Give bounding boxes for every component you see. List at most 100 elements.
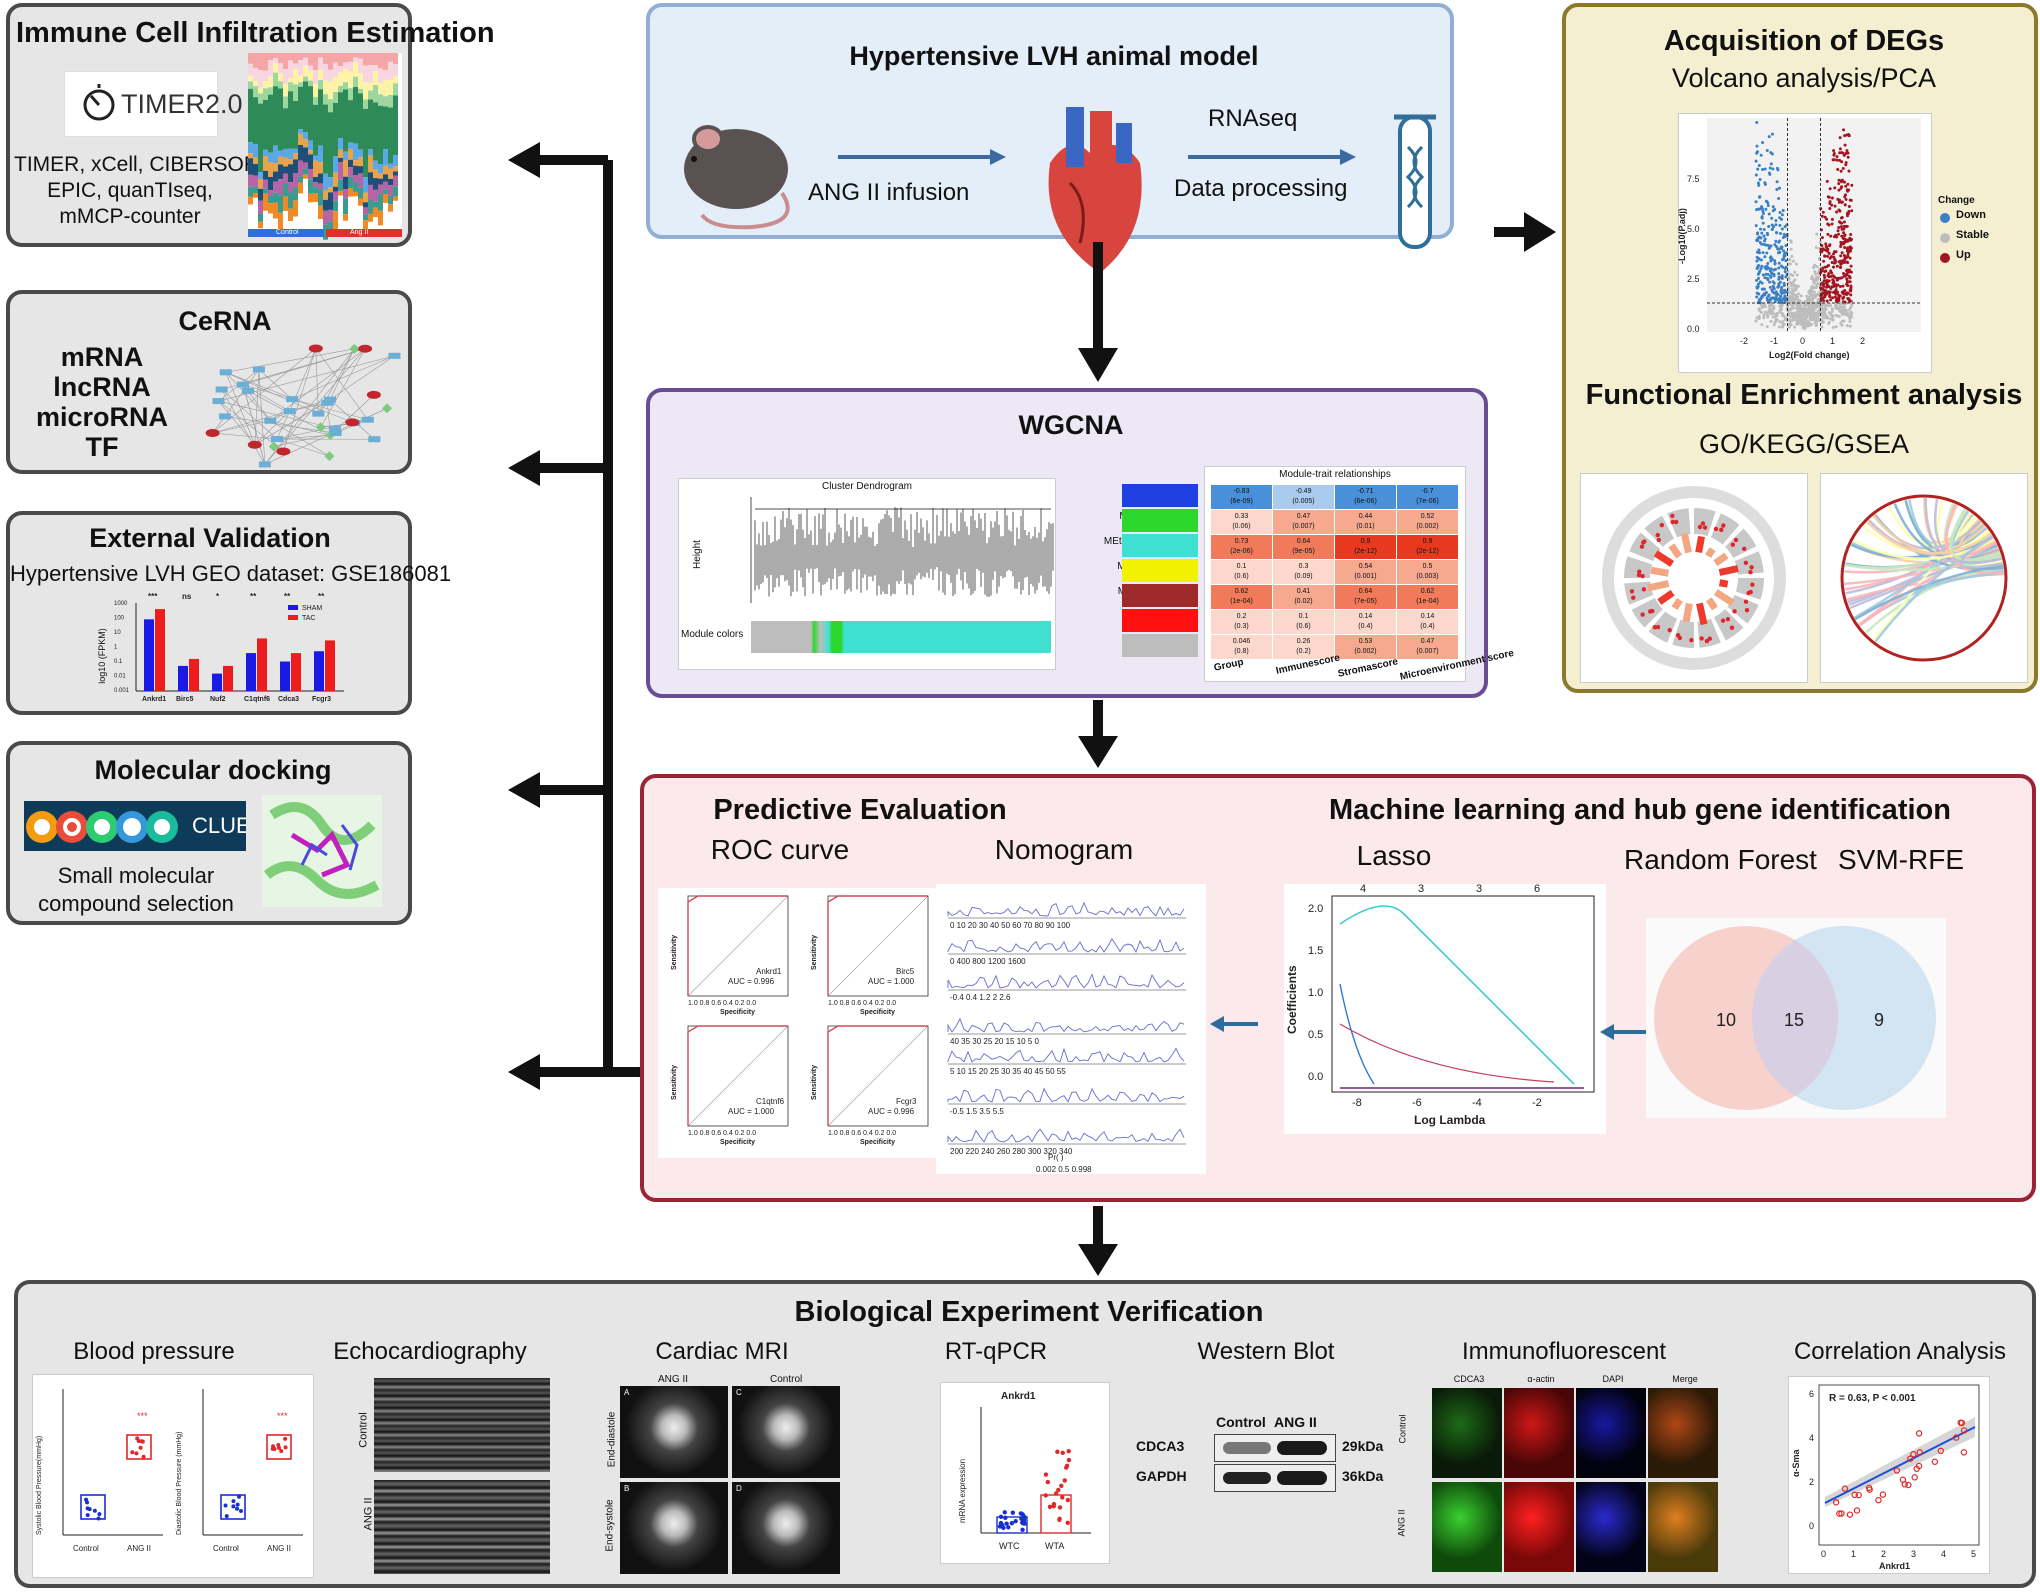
roc-diagonal xyxy=(827,1025,929,1127)
wb-kda-label: 29kDa xyxy=(1342,1438,1384,1454)
volcano-point-stable xyxy=(1787,262,1791,266)
external-ylabel: log10 (FPKM) xyxy=(96,628,107,684)
volcano-point-stable xyxy=(1795,273,1799,277)
qpcr-point xyxy=(1059,1483,1064,1489)
network-node-mirna xyxy=(205,428,220,437)
network-edge xyxy=(315,348,319,414)
roc-y-label: Sensitivity xyxy=(671,935,678,970)
mri-letter: C xyxy=(736,1388,742,1397)
heatmap-cell-value: 0.44 xyxy=(1358,513,1373,520)
stacked-bar-segment xyxy=(283,83,288,97)
volcano-point-down xyxy=(1764,272,1768,276)
volcano-point-up xyxy=(1839,245,1843,249)
heatmap-cell-value: -0.83 xyxy=(1233,488,1250,495)
volcano-point-up xyxy=(1830,222,1834,226)
network-edge xyxy=(254,399,331,445)
volcano-point-stable xyxy=(1818,240,1822,244)
stacked-bar-segment xyxy=(338,190,343,196)
volcano-point-down xyxy=(1780,213,1784,217)
volcano-point-up xyxy=(1835,158,1839,162)
volcano-point-stable xyxy=(1821,312,1825,316)
volcano-point-down xyxy=(1767,225,1771,229)
qpcr-point xyxy=(1003,1515,1008,1521)
stacked-bar-segment xyxy=(278,195,283,213)
corr-point xyxy=(1846,1511,1854,1518)
stacked-bar-segment xyxy=(313,160,318,177)
heatmap-cell: 0.44(0.01) xyxy=(1335,510,1396,534)
heatmap-cell-pvalue: (0.003) xyxy=(1416,573,1439,580)
volcano-point-up xyxy=(1840,215,1844,219)
volcano-point-down xyxy=(1773,297,1777,301)
volcano-point-stable xyxy=(1790,254,1794,258)
volcano-point-stable xyxy=(1823,312,1827,316)
heatmap-cell-pvalue: (0.2) xyxy=(1296,648,1311,655)
network-node-mrna xyxy=(258,461,271,468)
roc-x-label: Specificity xyxy=(860,1009,895,1016)
stacked-bar-segment xyxy=(348,61,353,72)
heatmap-cell: 0.14(0.4) xyxy=(1335,610,1396,634)
stacked-bar-segment xyxy=(363,207,368,215)
network-node-mrna xyxy=(329,430,342,437)
stacked-bar-segment xyxy=(353,191,358,197)
volcano-point-down xyxy=(1766,261,1770,265)
volcano-point-down xyxy=(1769,255,1773,259)
network-node-mirna xyxy=(358,344,373,353)
volcano-point-down xyxy=(1764,267,1768,271)
volcano-point-stable xyxy=(1840,319,1844,323)
volcano-point-up xyxy=(1842,231,1846,235)
stacked-bar-segment xyxy=(268,203,273,214)
bar-sham xyxy=(212,673,222,691)
qpcr-point xyxy=(1065,1497,1071,1503)
roc-x-ticks: 1.0 0.8 0.6 0.4 0.2 0.0 xyxy=(688,1130,756,1137)
qpcr-point xyxy=(999,1522,1005,1528)
go-gene-dot xyxy=(1733,537,1739,543)
volcano-point-up xyxy=(1835,278,1839,282)
qpcr-point xyxy=(1064,1463,1070,1469)
docking-caption: Small molecular xyxy=(57,863,215,888)
volcano-point-up xyxy=(1844,256,1848,260)
cerna-item: TF xyxy=(85,432,119,462)
volcano-point-up xyxy=(1827,279,1831,283)
stacked-bar-segment xyxy=(313,84,318,98)
lasso-path xyxy=(1339,1023,1555,1083)
volcano-point-up xyxy=(1840,227,1844,231)
lasso-y-tick: 1.5 xyxy=(1308,945,1323,957)
volcano-point-up xyxy=(1830,203,1834,207)
volcano-point-up xyxy=(1832,265,1836,269)
heatmap-cell: -0.71(6e-06) xyxy=(1335,485,1396,509)
volcano-point-stable xyxy=(1794,293,1798,297)
stacked-bar-segment xyxy=(363,65,368,83)
network-node-mrna xyxy=(361,416,374,423)
heatmap-cell-pvalue: (2e-12) xyxy=(1354,548,1377,555)
stacked-bar-segment xyxy=(303,174,308,179)
stacked-bar-segment xyxy=(378,82,383,95)
stacked-bar-segment xyxy=(363,202,368,208)
volcano-point-stable xyxy=(1806,308,1810,312)
volcano-point-stable xyxy=(1791,289,1795,293)
x-tick-label: Fcgr3 xyxy=(312,696,331,703)
chord-link xyxy=(1949,509,2001,561)
stacked-bar-segment xyxy=(258,93,263,104)
volcano-point-up xyxy=(1837,220,1841,224)
y-axis-label: α-Sma xyxy=(1791,1448,1801,1477)
volcano-point-up xyxy=(1838,209,1842,213)
y-tick-label: 6 xyxy=(1809,1389,1814,1399)
volcano-point-up xyxy=(1842,292,1846,296)
x-tick-label: 2 xyxy=(1860,336,1865,346)
network-edge xyxy=(212,432,278,440)
go-gene-dot xyxy=(1659,522,1665,528)
roc-gene-label: Ankrd1 xyxy=(756,967,782,976)
network-edge xyxy=(283,348,317,452)
heatmap-cell-pvalue: (0.09) xyxy=(1294,573,1313,580)
go-gene-dot xyxy=(1641,540,1646,545)
wb-band xyxy=(1277,1441,1327,1455)
stacked-bar-segment xyxy=(313,187,318,194)
network-edge xyxy=(225,372,271,421)
volcano-point-stable xyxy=(1829,317,1833,321)
stacked-bar-segment xyxy=(288,192,293,209)
volcano-point-stable xyxy=(1788,281,1792,285)
volcano-point-up xyxy=(1832,255,1836,259)
stacked-bar-segment xyxy=(313,70,318,85)
heatmap-cell-value: 0.47 xyxy=(1420,638,1435,645)
